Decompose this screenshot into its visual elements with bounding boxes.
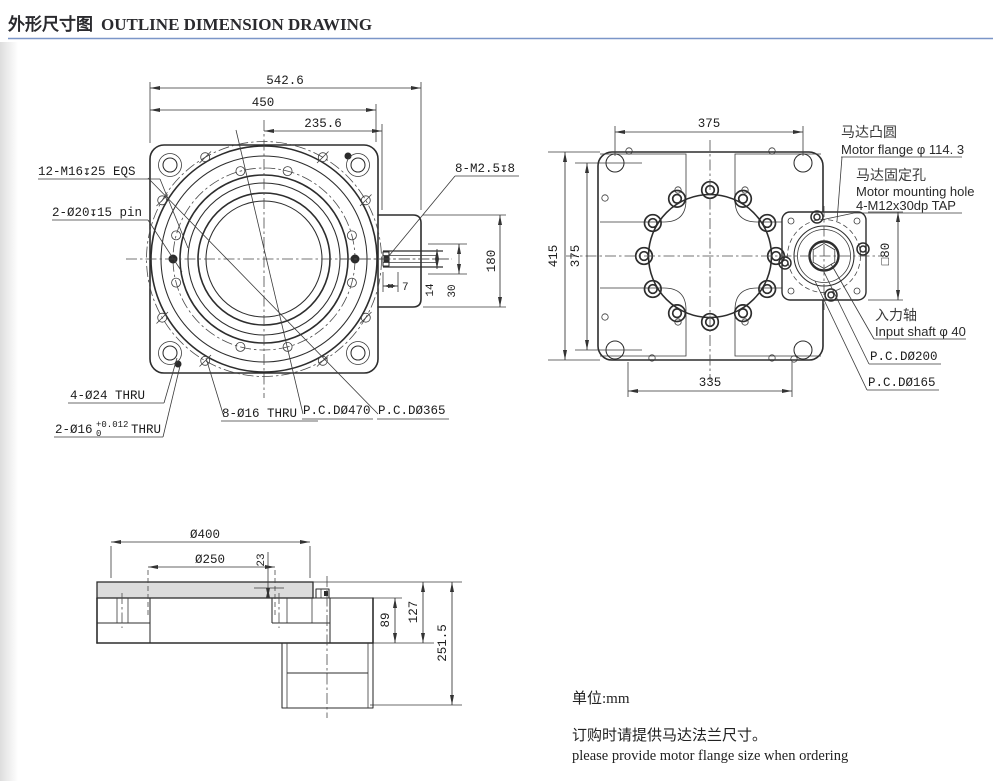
unit-note: 单位:mm — [572, 690, 630, 707]
dim-plate-thickness: 23 — [256, 553, 268, 566]
dim-overall-height: 251.5 — [436, 624, 450, 662]
back-callouts: 马达凸圆 Motor flange φ 114. 3 马达固定孔 Motor m… — [814, 125, 975, 391]
dim-top-holes: 375 — [698, 117, 721, 131]
label-o16-tol-upper: +0.012 — [96, 420, 128, 430]
label-input-shaft-zh: 入力轴 — [875, 308, 917, 324]
header: 外形尺寸图 OUTLINE DIMENSION DRAWING — [8, 14, 993, 40]
dim-shaft-offset: 7 — [402, 282, 409, 294]
side-view: Ø400 Ø250 23 89 127 251.5 — [96, 528, 462, 718]
page-title-en: OUTLINE DIMENSION DRAWING — [101, 15, 372, 34]
shaft-hex-socket — [812, 243, 836, 269]
dim-extension-height: 180 — [485, 250, 499, 273]
label-motor-flange-zh: 马达凸圆 — [841, 125, 897, 141]
order-note-en: please provide motor flange size when or… — [572, 748, 848, 764]
inner-thru-holes — [171, 166, 357, 352]
back-view: 375 415 375 335 □80 马达凸圆 Motor flange φ … — [547, 117, 975, 397]
dim-bottom-holes: 335 — [699, 376, 722, 390]
label-mount-hole-en: Motor mounting hole — [856, 184, 975, 199]
back-dimensions: 375 415 375 335 □80 — [547, 117, 903, 397]
dim-partial-width: 235.6 — [304, 117, 342, 131]
dim-dia-250: Ø250 — [195, 553, 225, 567]
label-pin-holes: 2-Ø20↧15 pin — [52, 206, 142, 220]
left-edge-shading — [0, 42, 18, 781]
top-plate-section — [96, 581, 314, 599]
label-pcd470: P.C.DØ470 — [303, 404, 371, 418]
outer-bolt-holes — [156, 151, 372, 367]
label-o16-thru: THRU — [131, 423, 161, 437]
dim-body-height: 89 — [379, 612, 393, 627]
dim-key-height: 14 — [425, 283, 437, 297]
label-m25-holes: 8-M2.5↧8 — [455, 162, 515, 176]
label-pcd200: P.C.DØ200 — [870, 350, 938, 364]
dim-dia-400: Ø400 — [190, 528, 220, 542]
dim-plate-height: 415 — [547, 245, 561, 268]
notes: 单位:mm 订购时请提供马达法兰尺寸。 please provide motor… — [572, 690, 848, 764]
front-dimensions: 542.6 450 235.6 7 14 30 180 — [149, 74, 506, 308]
dim-total-body-height: 127 — [407, 601, 421, 624]
order-note-zh: 订购时请提供马达法兰尺寸。 — [572, 727, 767, 744]
input-shaft-section — [340, 250, 452, 268]
corner-mount-holes — [158, 153, 370, 365]
label-mount-hole-spec: 4-M12x30dp TAP — [856, 198, 956, 213]
label-pcd165: P.C.DØ165 — [868, 376, 936, 390]
label-o24-holes: 4-Ø24 THRU — [70, 389, 145, 403]
label-o16-toleranced: 2-Ø16 +0.012 0 THRU — [54, 365, 181, 439]
label-motor-flange-en: Motor flange φ 114. 3 — [841, 142, 964, 157]
dim-side-holes: 375 — [569, 245, 583, 268]
front-centerlines — [126, 120, 452, 415]
label-mount-hole-zh: 马达固定孔 — [856, 168, 926, 184]
body-section-left — [96, 593, 151, 644]
label-pcd365: P.C.DØ365 — [378, 404, 446, 418]
body-section-right — [271, 593, 374, 644]
front-callouts: 12-M16↧25 EQS 2-Ø20↧15 pin 8-M2.5↧8 4-Ø2… — [38, 162, 519, 439]
page-title-zh: 外形尺寸图 — [8, 14, 93, 35]
dim-motor-square: □80 — [879, 243, 893, 266]
front-view: 542.6 450 235.6 7 14 30 180 12-M16↧25 EQ… — [38, 74, 519, 439]
dim-total-width: 542.6 — [266, 74, 304, 88]
side-dimensions: Ø400 Ø250 23 89 127 251.5 — [110, 528, 462, 706]
front-side-extension — [377, 214, 422, 308]
label-input-shaft-en: Input shaft φ 40 — [875, 324, 966, 339]
label-m16-holes: 12-M16↧25 EQS — [38, 165, 136, 179]
dim-plate-width: 450 — [252, 96, 275, 110]
dim-shaft-dia: 30 — [447, 284, 459, 297]
label-8xo16-holes: 8-Ø16 THRU — [222, 407, 297, 421]
back-centerlines — [566, 140, 882, 380]
motor-mount-bolt-bosses — [778, 210, 870, 302]
svg-text:2-Ø16: 2-Ø16 — [55, 423, 93, 437]
label-o16-tol-lower: 0 — [96, 429, 101, 439]
motor-housing-section — [281, 576, 374, 718]
